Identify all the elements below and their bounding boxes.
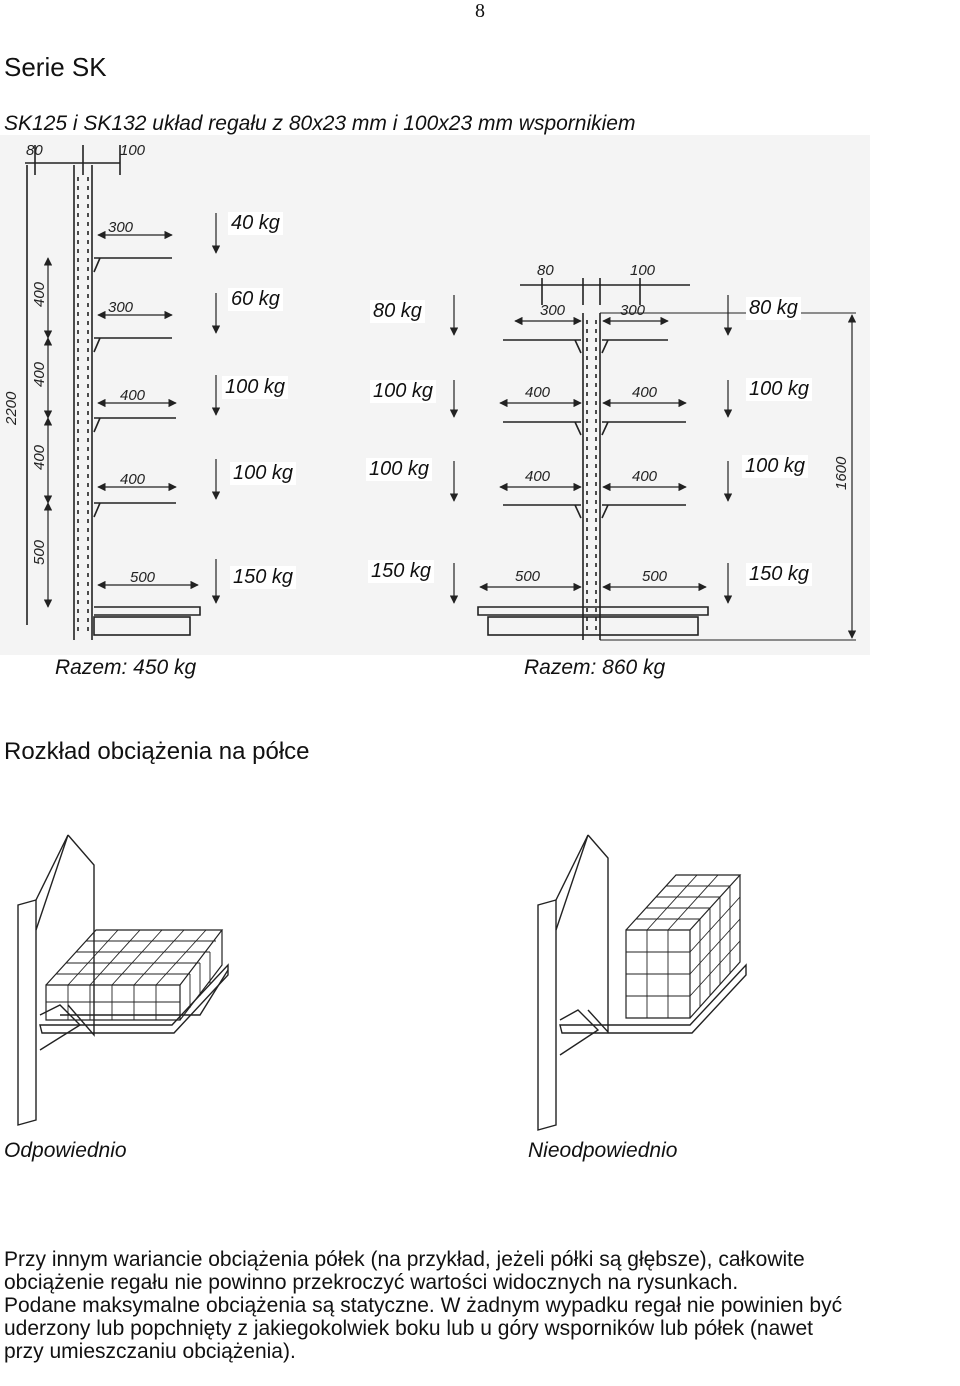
single-total-height: 2200	[3, 391, 20, 426]
double-right-load-3: 100 kg	[742, 455, 809, 478]
single-top-dim-100: 100	[120, 142, 146, 159]
caption-proper: Odpowiednio	[4, 1139, 127, 1162]
double-right-load-1: 80 kg	[746, 297, 801, 320]
proper-distribution-illustration	[17, 834, 229, 1126]
single-load-1: 40 kg	[228, 212, 283, 235]
double-left-width-4: 500	[515, 568, 541, 585]
body-line-4: uderzony lub popchnięty z jakiegokolwiek…	[4, 1317, 813, 1340]
single-top-dim-80: 80	[26, 142, 43, 159]
double-right-width-1: 300	[620, 302, 646, 319]
body-line-2: obciążenie regału nie powinno przekroczy…	[4, 1271, 739, 1294]
body-line-3: Podane maksymalne obciążenia są statyczn…	[4, 1294, 843, 1317]
double-top-dim-80: 80	[537, 262, 554, 279]
double-left-width-2: 400	[525, 384, 551, 401]
section-title: Serie SK	[4, 52, 107, 82]
single-vertical-dim-4: 500	[31, 539, 48, 565]
single-vertical-dim-3: 400	[31, 444, 48, 470]
double-left-load-2: 100 kg	[370, 380, 437, 403]
even-box-stack	[45, 929, 224, 1021]
figure-subtitle: SK125 i SK132 układ regału z 80x23 mm i …	[4, 112, 636, 135]
single-shelf-width-1: 300	[108, 219, 134, 236]
double-rack-drawing	[449, 278, 857, 641]
distribution-illustrations	[17, 834, 747, 1131]
single-shelf-width-4: 400	[120, 471, 146, 488]
single-shelf-width-2: 300	[108, 299, 134, 316]
single-rack-drawing	[25, 145, 221, 640]
double-right-load-2: 100 kg	[746, 378, 813, 401]
body-line-5: przy umieszczaniu obciążenia).	[4, 1340, 296, 1363]
double-right-load-4: 150 kg	[746, 563, 813, 586]
double-left-width-3: 400	[525, 468, 551, 485]
single-load-2: 60 kg	[228, 288, 283, 311]
single-vertical-dim-1: 400	[31, 281, 48, 307]
single-load-5: 150 kg	[230, 566, 297, 589]
body-paragraph: Przy innym wariancie obciążenia półek (n…	[4, 1248, 958, 1363]
body-line-1: Przy innym wariancie obciążenia półek (n…	[4, 1248, 805, 1271]
single-shelf-width-5: 500	[130, 569, 156, 586]
double-right-width-4: 500	[642, 568, 668, 585]
single-vertical-dim-2: 400	[31, 361, 48, 387]
distribution-heading: Rozkład obciążenia na półce	[4, 738, 310, 765]
double-right-width-2: 400	[632, 384, 658, 401]
double-left-load-4: 150 kg	[368, 560, 435, 583]
double-left-width-1: 300	[540, 302, 566, 319]
single-load-3: 100 kg	[222, 376, 289, 399]
double-left-load-1: 80 kg	[370, 300, 425, 323]
single-shelf-width-3: 400	[120, 387, 146, 404]
double-total: Razem: 860 kg	[524, 656, 666, 679]
single-total: Razem: 450 kg	[55, 656, 197, 679]
caption-improper: Nieodpowiednio	[528, 1139, 678, 1162]
double-top-dim-100: 100	[630, 262, 656, 279]
concentrated-box-stack	[625, 874, 742, 1019]
double-total-height: 1600	[833, 456, 850, 490]
double-left-load-3: 100 kg	[366, 458, 433, 481]
single-load-4: 100 kg	[230, 462, 297, 485]
double-right-width-3: 400	[632, 468, 658, 485]
page-number: 8	[475, 0, 485, 22]
double-rack-shelves	[477, 339, 709, 636]
single-rack-shelves	[93, 257, 201, 636]
improper-distribution-illustration	[537, 834, 747, 1131]
